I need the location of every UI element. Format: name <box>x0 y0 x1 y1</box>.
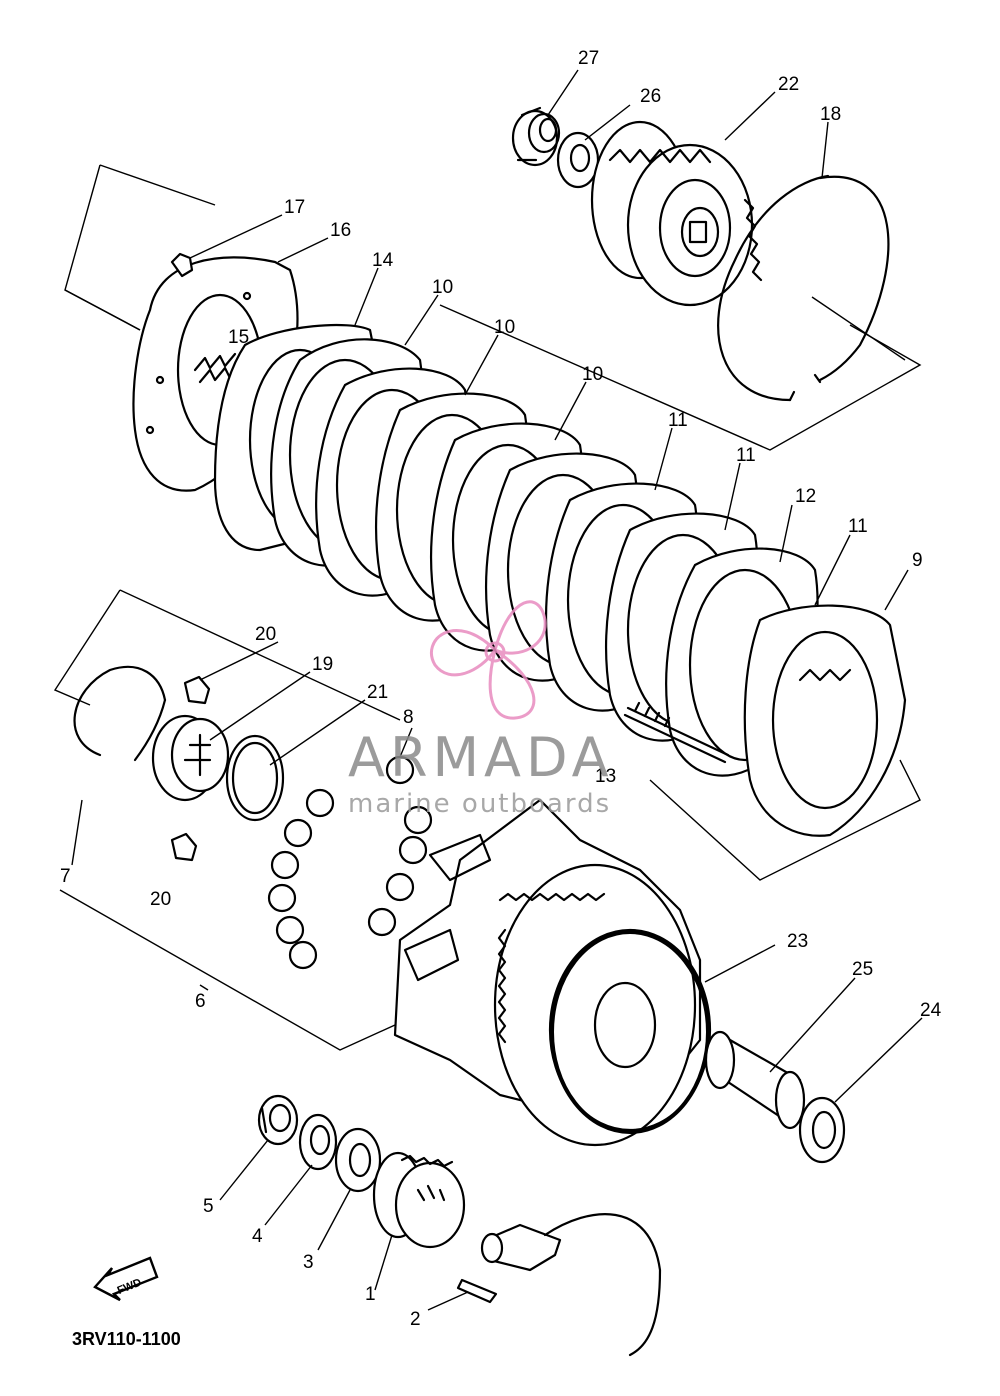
gear-22 <box>590 120 763 307</box>
callout-13: 13 <box>595 766 616 787</box>
clutch-boss-9 <box>743 604 907 837</box>
callout-10a: 10 <box>432 277 453 298</box>
callout-6: 6 <box>195 991 206 1012</box>
callout-5: 5 <box>203 1196 214 1217</box>
callout-24: 24 <box>920 1000 942 1021</box>
callout-7: 7 <box>60 866 71 887</box>
washer-4 <box>298 1113 338 1171</box>
assembly-outline-upper <box>64 164 922 451</box>
callout-2: 2 <box>410 1309 421 1330</box>
washer-3 <box>334 1127 382 1193</box>
callout-26: 26 <box>640 86 661 107</box>
callout-10b: 10 <box>494 317 515 338</box>
crankshaft-end <box>480 1213 662 1357</box>
washer-26 <box>556 131 600 189</box>
callout-11a: 11 <box>668 410 688 431</box>
ball-group-right <box>367 755 433 937</box>
callout-4: 4 <box>252 1226 263 1247</box>
watermark-brand: ARMADA <box>348 726 614 789</box>
diagram-code: 3RV110-1100 <box>72 1329 181 1349</box>
callout-23: 23 <box>787 931 808 952</box>
callout-15: 15 <box>228 327 249 348</box>
callout-19: 19 <box>312 654 333 675</box>
leader-lines <box>71 69 923 1311</box>
clutch-housing-6 <box>393 798 712 1147</box>
gear-1 <box>372 1151 466 1249</box>
forward-arrow-icon: FWD <box>93 1256 159 1302</box>
ball-group-left <box>267 788 335 970</box>
circlip-18 <box>717 174 906 402</box>
oil-seal-27 <box>511 106 561 167</box>
spacer-25 <box>704 1030 806 1130</box>
callout-labels: 1 2 3 4 5 6 7 8 9 10 10 10 11 11 11 12 1… <box>60 48 942 1330</box>
clip-20a <box>183 675 211 705</box>
nut-5 <box>257 1094 299 1146</box>
callout-9: 9 <box>912 550 923 571</box>
assembly-outline-lower <box>53 589 921 1051</box>
callout-11c: 11 <box>848 516 868 537</box>
callout-3: 3 <box>303 1252 314 1273</box>
propeller-logo-icon <box>429 600 547 720</box>
watermark-tagline: marine outboards <box>348 789 611 819</box>
push-rod-13 <box>623 701 730 764</box>
spring-15 <box>193 352 237 384</box>
callout-25: 25 <box>852 959 873 980</box>
ring-21 <box>225 734 285 822</box>
callout-17: 17 <box>284 197 305 218</box>
circlip-7 <box>73 665 167 762</box>
o-ring-23 <box>550 930 710 1134</box>
washer-24 <box>798 1096 846 1164</box>
callout-20a: 20 <box>255 624 276 645</box>
screw-17 <box>170 252 194 278</box>
callout-21: 21 <box>367 682 388 703</box>
callout-14: 14 <box>372 250 394 271</box>
callout-27: 27 <box>578 48 599 69</box>
callout-12: 12 <box>795 486 816 507</box>
clip-20b <box>170 832 198 862</box>
retainer-19 <box>151 714 230 802</box>
callout-22: 22 <box>778 74 799 95</box>
callout-11b: 11 <box>736 445 756 466</box>
watermark: ARMADA marine outboards <box>348 600 614 819</box>
callout-8: 8 <box>403 707 414 728</box>
callout-10c: 10 <box>582 364 603 385</box>
callout-1: 1 <box>365 1284 376 1305</box>
key-2 <box>456 1278 498 1304</box>
callout-16: 16 <box>330 220 351 241</box>
callout-18: 18 <box>820 104 841 125</box>
callout-20b: 20 <box>150 889 171 910</box>
